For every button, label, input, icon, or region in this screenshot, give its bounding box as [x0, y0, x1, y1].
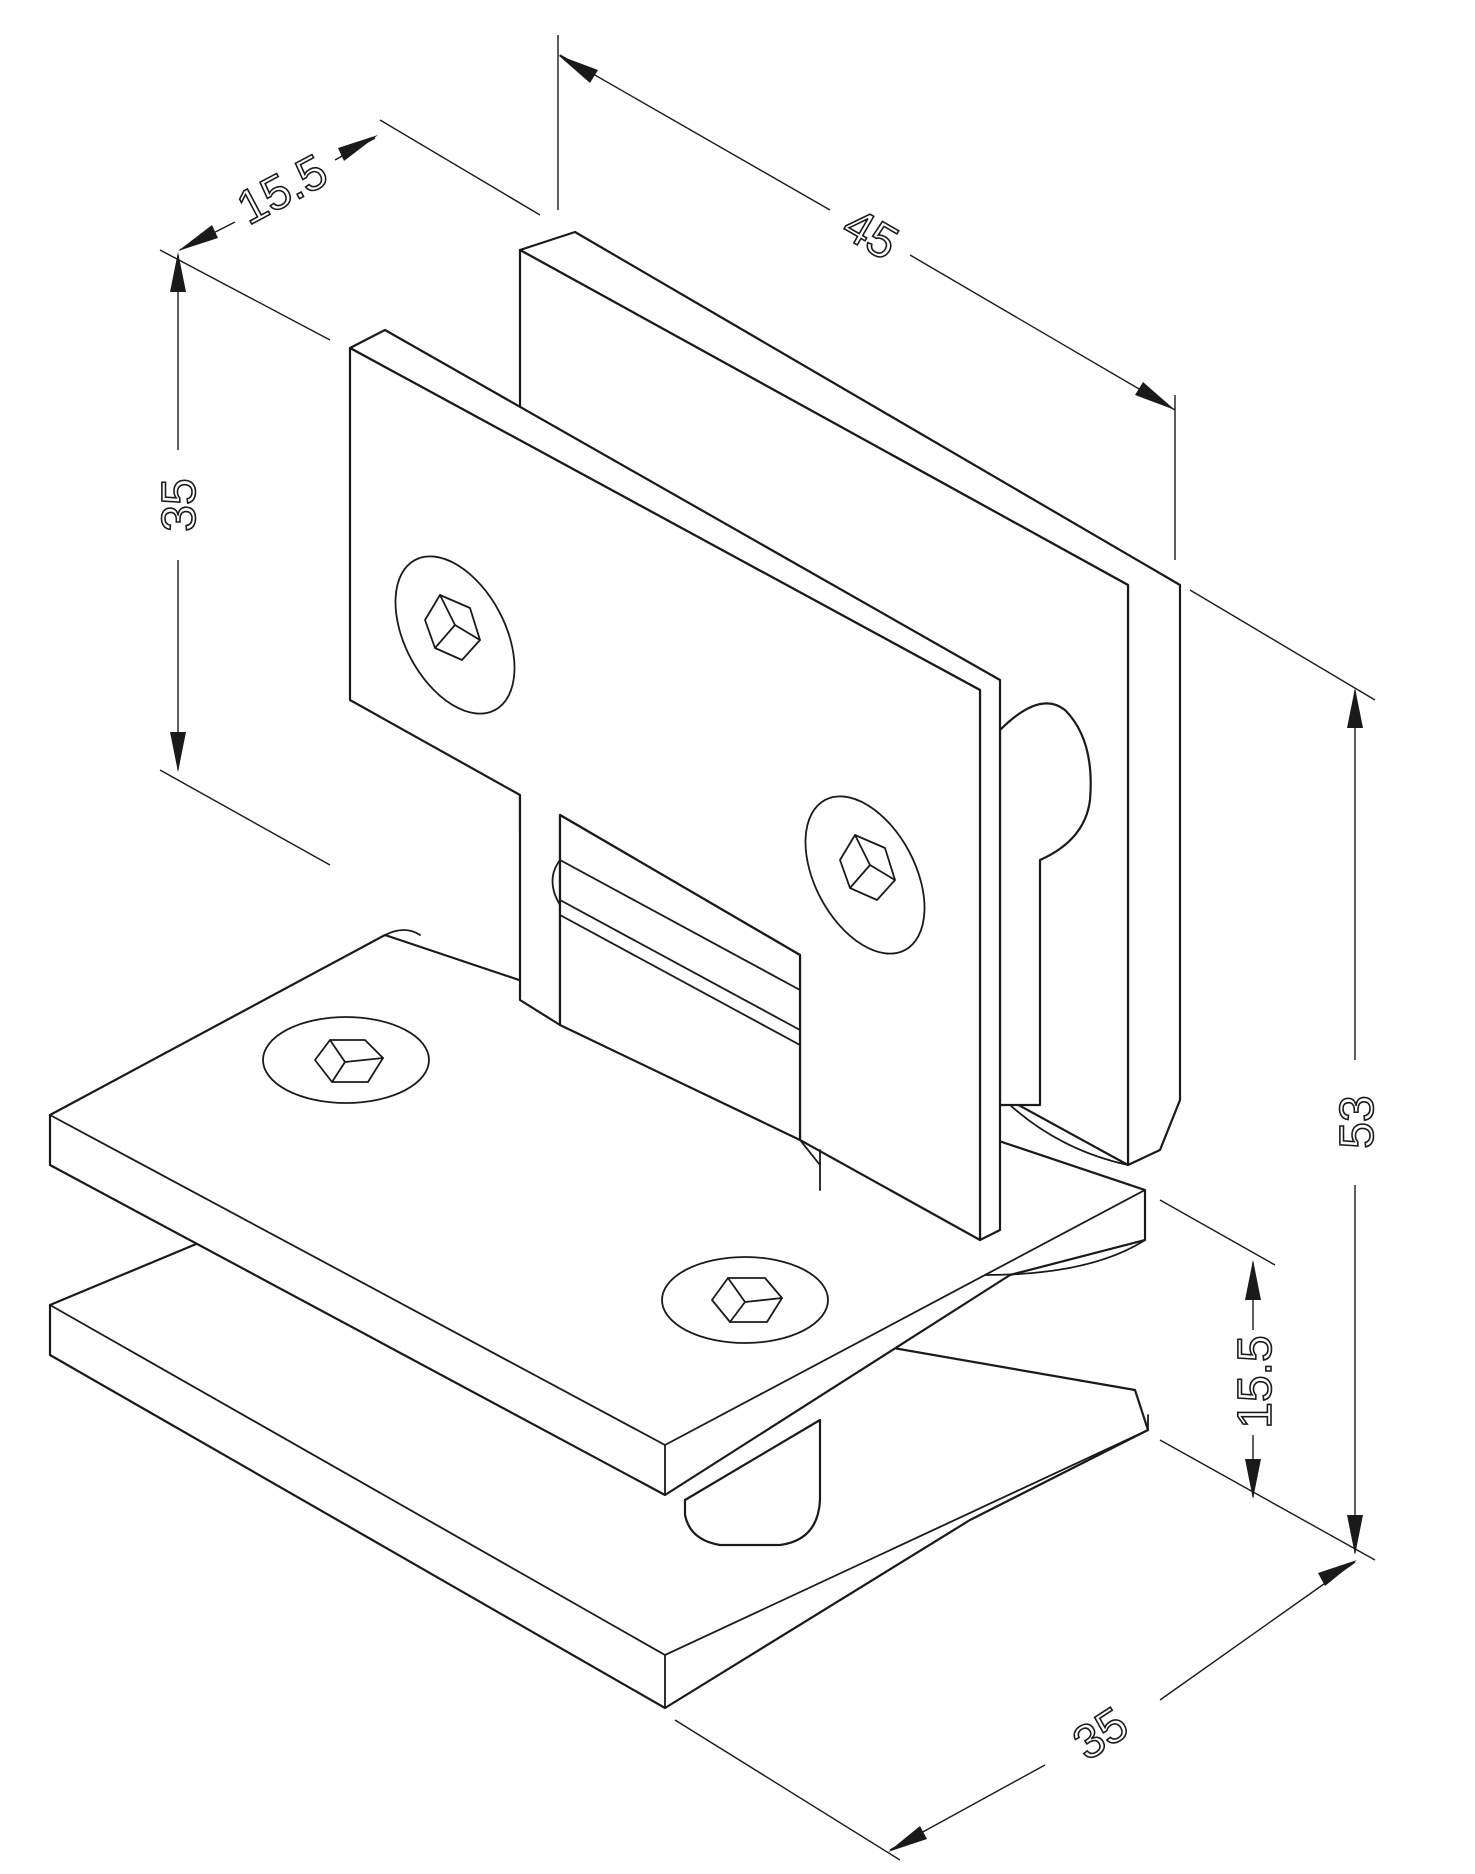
bolt-upper-left: [394, 555, 516, 715]
dim-top-width-label: 45: [834, 198, 907, 271]
front-plate: [348, 328, 1002, 1242]
extension-lines: [159, 35, 1376, 1861]
dim-plate-height-label: 35: [153, 478, 206, 531]
dimension-lines: [170, 54, 1363, 1852]
hinge-barrel: [998, 702, 1129, 1166]
lower-plate: [48, 929, 1147, 1497]
bolt-upper-right: [804, 795, 926, 955]
dim-overall-height-label: 53: [1331, 1095, 1384, 1148]
dim-lower-depth-label: 15.5: [1229, 1335, 1282, 1428]
bolt-lower-right: [661, 1256, 829, 1344]
lower-knuckle: [683, 1418, 822, 1547]
hinge-body: [48, 230, 1182, 1710]
dim-bottom-width-label: 35: [1064, 1697, 1138, 1771]
dim-top-depth-label: 15.5: [229, 145, 336, 236]
bolt-lower-left: [262, 1016, 430, 1104]
